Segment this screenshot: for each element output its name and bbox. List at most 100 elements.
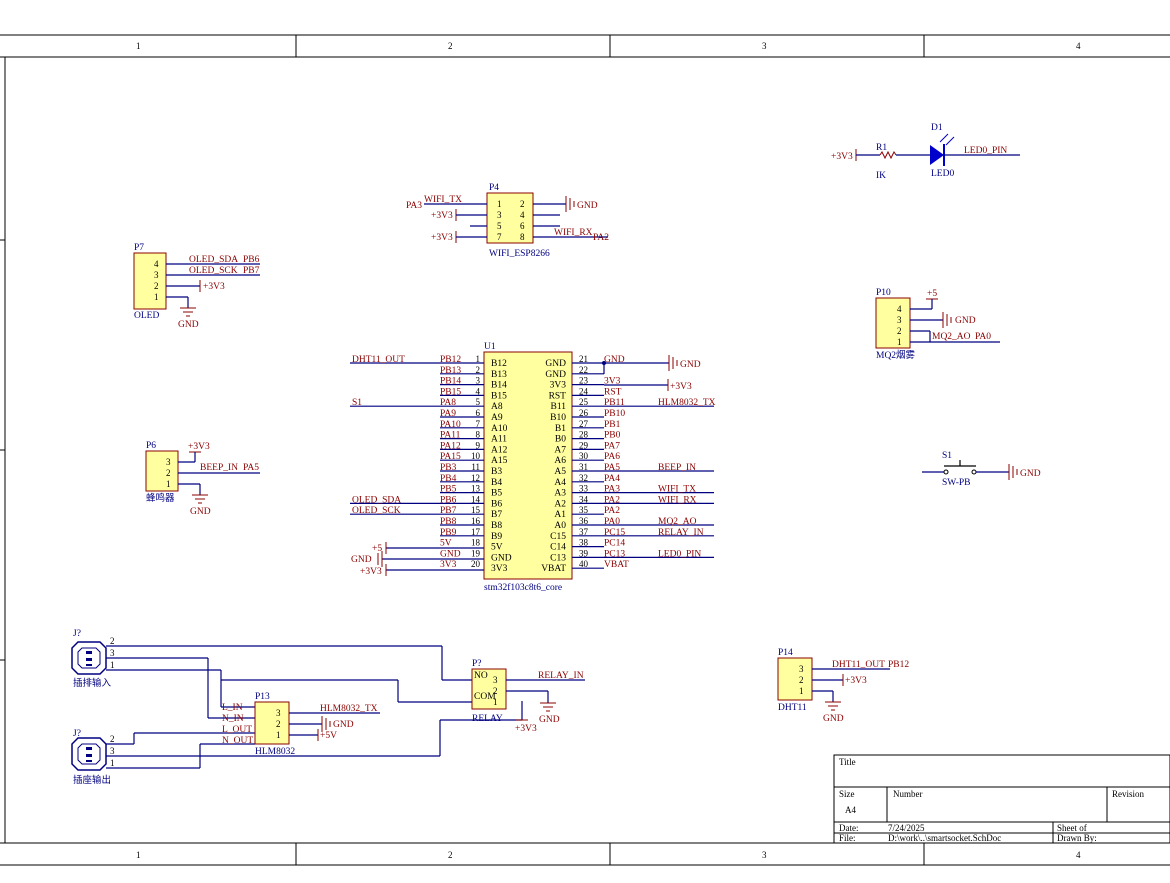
p14-body[interactable] [777, 657, 813, 701]
p10-ref: P10 [876, 288, 891, 298]
connector-p10-mq2[interactable]: P10 MQ2烟雾 4 3 2 1 +5 GND MQ2_AO PA0 [875, 288, 1000, 361]
led-d1-circuit[interactable]: +3V3 R1 IK D1 LED0 LED0_PIN [831, 123, 1020, 181]
relay-pin2: 2 [493, 686, 498, 696]
jout-pin2: 2 [110, 734, 115, 744]
u1-pin-ext-net: HLM8032_TX [658, 398, 716, 408]
u1-pin-name: B15 [491, 391, 507, 401]
u1-net-3v3-left: +3V3 [360, 567, 382, 577]
u1-pin-name: A8 [491, 402, 503, 412]
relay-body[interactable] [471, 668, 507, 710]
connector-p7-oled[interactable]: P7 OLED 4 3 2 1 OLED_SDA PB6 OLED_SCK PB… [133, 243, 260, 330]
p7-net-sck: OLED_SCK [189, 266, 238, 276]
module-p13-hlm8032[interactable]: P13 HLM8032 3 2 1 L_IN N_IN L_OUT N_OUT … [222, 692, 380, 757]
connector-p6-buzzer[interactable]: P6 蜂鸣器 3 2 1 +3V3 BEEP_IN PA5 GND [145, 441, 260, 517]
d1-net-3v3: +3V3 [831, 152, 853, 162]
u1-net-gnd-left: GND [351, 555, 372, 565]
jin-body[interactable] [71, 641, 107, 675]
u1-pin-number: 40 [579, 559, 589, 569]
u1-pin-name: B5 [491, 489, 502, 499]
u1-pin-ext-net: WIFI_TX [658, 485, 696, 495]
u1-pin-ext-net: RELAY_IN [658, 528, 704, 538]
u1-pin-name: C15 [550, 532, 566, 542]
u1-pin-net: PA11 [440, 431, 461, 441]
led-d1-symbol[interactable] [930, 145, 944, 165]
u1-pin-name: A7 [554, 445, 566, 455]
u1-pin-net: PB14 [440, 377, 461, 387]
u1-pin-number: 35 [579, 505, 589, 515]
jout-body[interactable] [71, 737, 107, 771]
p6-body[interactable] [145, 450, 179, 492]
u1-pin-name: A0 [554, 521, 566, 531]
p13-body[interactable] [254, 701, 290, 745]
u1-pin-number: 13 [471, 484, 481, 494]
u1-pin-net: PA12 [440, 441, 461, 451]
relay-module[interactable]: P? RELAY NO COM 3 2 1 RELAY_IN GND +3V3 [221, 659, 585, 734]
p6-net-pa5: PA5 [243, 463, 259, 473]
connector-p14-dht11[interactable]: P14 DHT11 3 2 1 DHT11_OUT PB12 +3V3 GND [777, 648, 909, 724]
p4-net-wifirx: WIFI_RX [554, 228, 593, 238]
u1-pin-number: 8 [476, 430, 481, 440]
p4-net-gnd: GND [577, 201, 598, 211]
p10-body[interactable] [875, 297, 911, 349]
u1-pin-name: 5V [491, 543, 503, 553]
p7-pin4: 4 [154, 259, 159, 269]
relay-value: RELAY [472, 714, 503, 724]
resistor-r1[interactable] [879, 150, 897, 160]
p13-pin1: 1 [276, 730, 281, 740]
switch-s1[interactable]: S1 SW-PB GND [922, 451, 1041, 488]
u1-pin-net: PB9 [440, 528, 457, 538]
p7-body[interactable] [133, 252, 167, 310]
u1-pin-ext-net: OLED_SCK [352, 506, 401, 516]
connector-p4-wifi[interactable]: P4 WIFI_ESP8266 1 2 3 4 5 6 7 8 PA3 WIFI… [406, 183, 609, 259]
socket-j-output[interactable]: J? 插座输出 2 3 1 [71, 701, 523, 786]
p4-pin5: 5 [497, 221, 502, 231]
p6-value: 蜂鸣器 [146, 492, 175, 504]
p4-body[interactable] [486, 192, 534, 244]
socket-j-input[interactable]: J? 插排输入 2 3 1 [71, 629, 474, 719]
u1-body[interactable] [483, 351, 573, 580]
u1-pin-net: PA4 [604, 474, 620, 484]
